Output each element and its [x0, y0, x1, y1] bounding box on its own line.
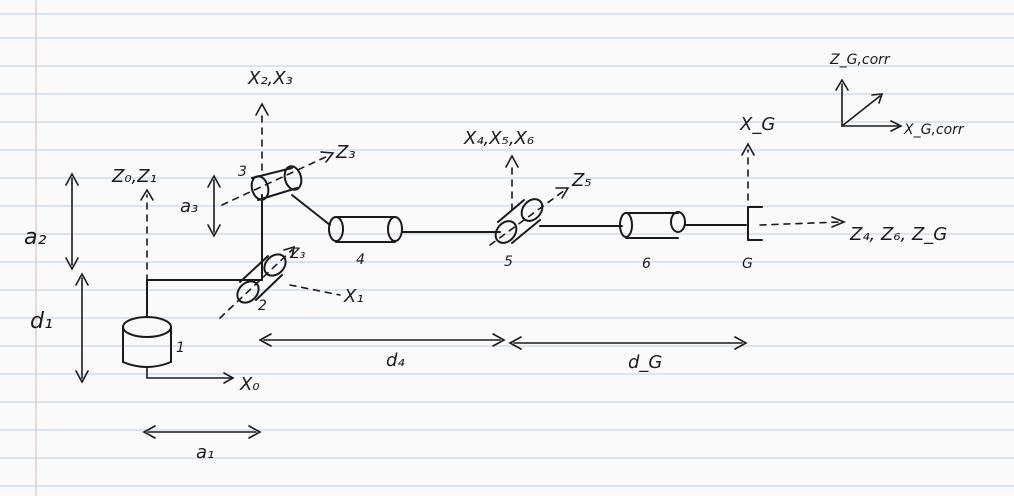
label-z0-z1: Z₀,Z₁	[111, 166, 157, 187]
label-x1: X₁	[343, 286, 364, 307]
label-x0: X₀	[239, 374, 260, 395]
label-x4-x5-x6: X₄,X₅,X₆	[463, 128, 534, 149]
param-a2: a₂	[24, 225, 46, 250]
joint-label-4: 4	[356, 252, 365, 268]
param-a1: a₁	[196, 442, 214, 463]
joint-label-2: 2	[258, 298, 267, 314]
joint-6-cylinder	[619, 211, 686, 239]
label-z4-z6-zG: Z₄, Z₆, Z_G	[849, 224, 947, 245]
dim-d4	[258, 333, 506, 347]
dim-d1	[75, 272, 89, 384]
dim-dG	[508, 336, 748, 350]
label-xG: X_G	[739, 114, 775, 135]
param-dG: d_G	[628, 352, 662, 373]
joint-5-cylinder	[494, 198, 544, 244]
joint-3-cylinder	[250, 165, 303, 201]
z5-axis	[489, 189, 566, 246]
label-xG-corr: X_G,corr	[903, 122, 965, 138]
label-zG-corr: Z_G,corr	[829, 52, 891, 68]
joint-label-5: 5	[504, 254, 513, 270]
z2-axis	[219, 249, 293, 319]
param-d4: d₄	[386, 350, 405, 371]
param-a3: a₃	[180, 196, 198, 217]
z3-axis	[221, 154, 331, 206]
dim-a1	[142, 425, 262, 439]
joint-1-base	[122, 279, 263, 368]
x1-axis	[289, 284, 341, 296]
x0-axis	[146, 367, 235, 384]
dim-a2	[65, 172, 79, 271]
param-d1: d₁	[30, 309, 53, 334]
corrected-frame	[835, 78, 903, 132]
dim-a3	[207, 174, 221, 238]
joint-label-3: 3	[238, 164, 247, 180]
label-x2-x3: X₂,X₃	[247, 68, 293, 89]
gripper	[747, 206, 763, 241]
joint-4-cylinder	[328, 216, 403, 243]
label-z3: Z₃	[335, 142, 356, 163]
label-z5: Z₅	[571, 170, 592, 191]
joint-label-G: G	[742, 256, 753, 272]
label-z3b: Z₃	[289, 246, 306, 262]
zG-axis	[759, 221, 841, 226]
joint-label-6: 6	[642, 256, 651, 272]
joint-label-1: 1	[176, 340, 185, 356]
